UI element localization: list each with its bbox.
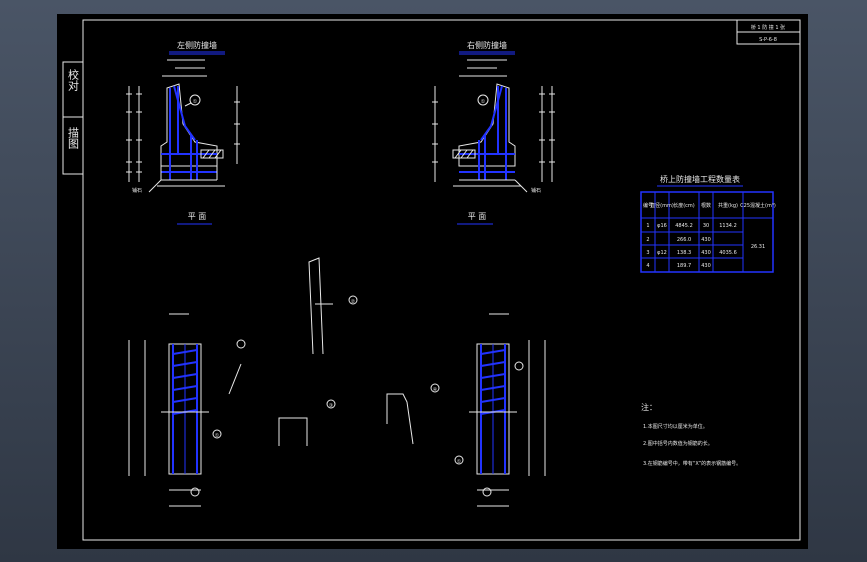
left-section-title: 左侧防撞墙 — [177, 40, 217, 50]
table-cell: 1 — [646, 223, 649, 229]
right-section-title: 右侧防撞墙 — [467, 40, 507, 50]
notes-heading: 注： — [641, 402, 657, 412]
right-plan-view: ① — [454, 313, 546, 507]
note-item: 2.图中括号内数值为钢筋的长。 — [643, 440, 713, 447]
title-block: 桥 1 防 撞 1 张 S-P-6-8 — [736, 19, 801, 45]
table-header-cell: 直径(mm) — [650, 202, 674, 209]
table-header-cell: 编号 — [643, 202, 653, 209]
side-label-top: 校对 — [67, 68, 80, 91]
table-cell: φ12 — [657, 250, 667, 256]
bar-3-tag: ③ — [329, 403, 333, 409]
table-cell: 4035.6 — [719, 250, 737, 256]
side-strip — [62, 61, 84, 175]
table-cell: 266.0 — [677, 237, 691, 243]
table-cell: 4 — [646, 263, 649, 269]
note-item: 3.在钢筋编号中，带有“X”的表示钢筋编号。 — [643, 460, 741, 467]
table-concrete-cell: 26.31 — [751, 244, 765, 250]
table-header-cell: 根数 — [701, 202, 711, 209]
right-plan-tag: ① — [457, 459, 462, 465]
bar-detail-4: ④ — [386, 383, 440, 445]
table-cell: φ16 — [657, 223, 667, 229]
left-plan-label: 平 面 — [188, 212, 207, 221]
table-header-cell: 长度(cm) — [673, 202, 695, 209]
table-row: 1 φ16 4845.2 30 1134.2 — [646, 223, 736, 229]
table-header-cell: C25混凝土(m³) — [740, 202, 776, 209]
left-plan-tag: ① — [215, 433, 220, 439]
table-cell: 430 — [701, 263, 711, 269]
table-cell: 430 — [701, 237, 711, 243]
table-cell: 4845.2 — [675, 223, 693, 229]
left-bar-tag: ① — [193, 99, 198, 105]
table-header-row: 编号 直径(mm) 长度(cm) 根数 共重(kg) C25混凝土(m³) — [643, 202, 776, 209]
drawing-sheet: 校对 描图 桥 1 防 撞 1 张 S-P-6-8 左侧防撞墙 — [57, 14, 808, 549]
right-wall-section: 右侧防撞墙 铺石 ① 平 面 — [432, 40, 555, 225]
bar-detail-3: ③ — [278, 399, 336, 446]
right-plan-label: 平 面 — [468, 212, 487, 221]
bar-4-tag: ④ — [433, 387, 438, 393]
table-cell: 3 — [646, 250, 649, 256]
table-cell: 138.3 — [677, 250, 691, 256]
right-section-note: 铺石 — [531, 187, 541, 194]
bar-2-tag: ② — [351, 299, 356, 305]
table-cell: 2 — [646, 237, 649, 243]
table-title: 桥上防撞墙工程数量表 — [660, 174, 740, 184]
table-header-cell: 共重(kg) — [718, 202, 738, 209]
right-bar-tag: ① — [481, 99, 486, 105]
title-block-line2: S-P-6-8 — [759, 37, 777, 43]
note-item: 1.本图尺寸均以厘米为单位。 — [643, 423, 708, 430]
table-row: 2 266.0 430 — [646, 237, 710, 243]
table-row: 3 φ12 138.3 430 4035.6 — [646, 250, 736, 256]
table-cell: 189.7 — [677, 263, 691, 269]
table-row: 4 189.7 430 — [646, 263, 710, 269]
table-cell: 1134.2 — [719, 223, 737, 229]
bar-detail-2: ② — [308, 257, 358, 355]
quantity-table: 桥上防撞墙工程数量表 编号 直径(mm) 长度(cm) 根数 共重(kg) C2… — [640, 174, 776, 273]
left-wall-section: 左侧防撞墙 铺石 ① 平 面 — [126, 40, 240, 225]
drawing-canvas: 校对 描图 桥 1 防 撞 1 张 S-P-6-8 左侧防撞墙 — [62, 19, 801, 541]
side-label-bottom: 描图 — [67, 126, 80, 150]
left-section-note: 铺石 — [132, 187, 142, 194]
table-cell: 430 — [701, 250, 711, 256]
title-block-line1: 桥 1 防 撞 1 张 — [751, 24, 785, 31]
notes-block: 注： 1.本图尺寸均以厘米为单位。 2.图中括号内数值为钢筋的长。 3.在钢筋编… — [641, 402, 741, 467]
left-plan-view: ① — [128, 313, 246, 507]
table-cell: 30 — [703, 223, 709, 229]
